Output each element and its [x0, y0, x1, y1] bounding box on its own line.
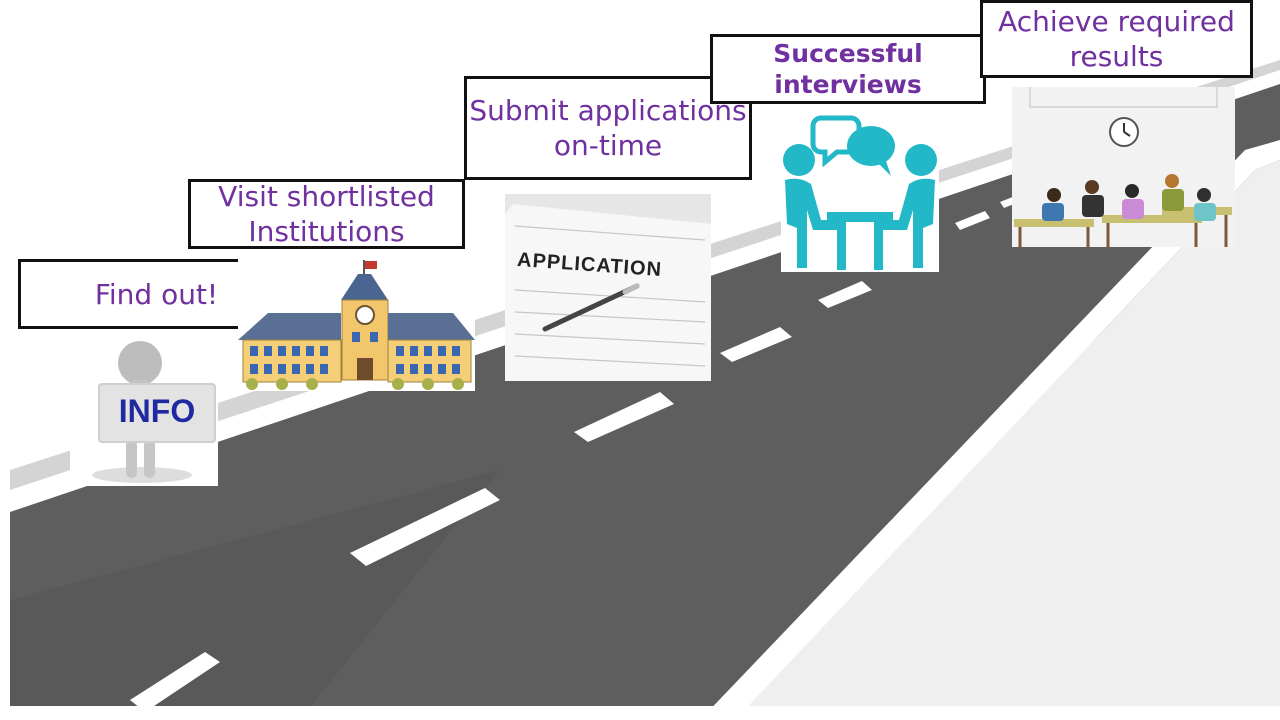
exam-hall-icon: [1012, 87, 1235, 247]
application-form-icon: APPLICATION: [505, 194, 711, 381]
step-label: Achieve required results: [998, 5, 1235, 73]
school-building-icon: [238, 258, 475, 391]
step-results: Achieve required results: [980, 0, 1253, 78]
step-label: Visit shortlisted Institutions: [218, 180, 435, 248]
step-submit: Submit applications on-time: [464, 76, 752, 180]
info-figure-icon: INFO: [70, 335, 218, 486]
step-label: Successful interviews: [773, 38, 923, 99]
step-label: Find out!: [94, 277, 219, 311]
info-sign-text: INFO: [118, 393, 196, 429]
step-label: Submit applications on-time: [469, 94, 747, 162]
step-visit: Visit shortlisted Institutions: [188, 179, 465, 249]
step-interviews: Successful interviews: [710, 34, 986, 104]
interview-icon: [781, 112, 939, 272]
